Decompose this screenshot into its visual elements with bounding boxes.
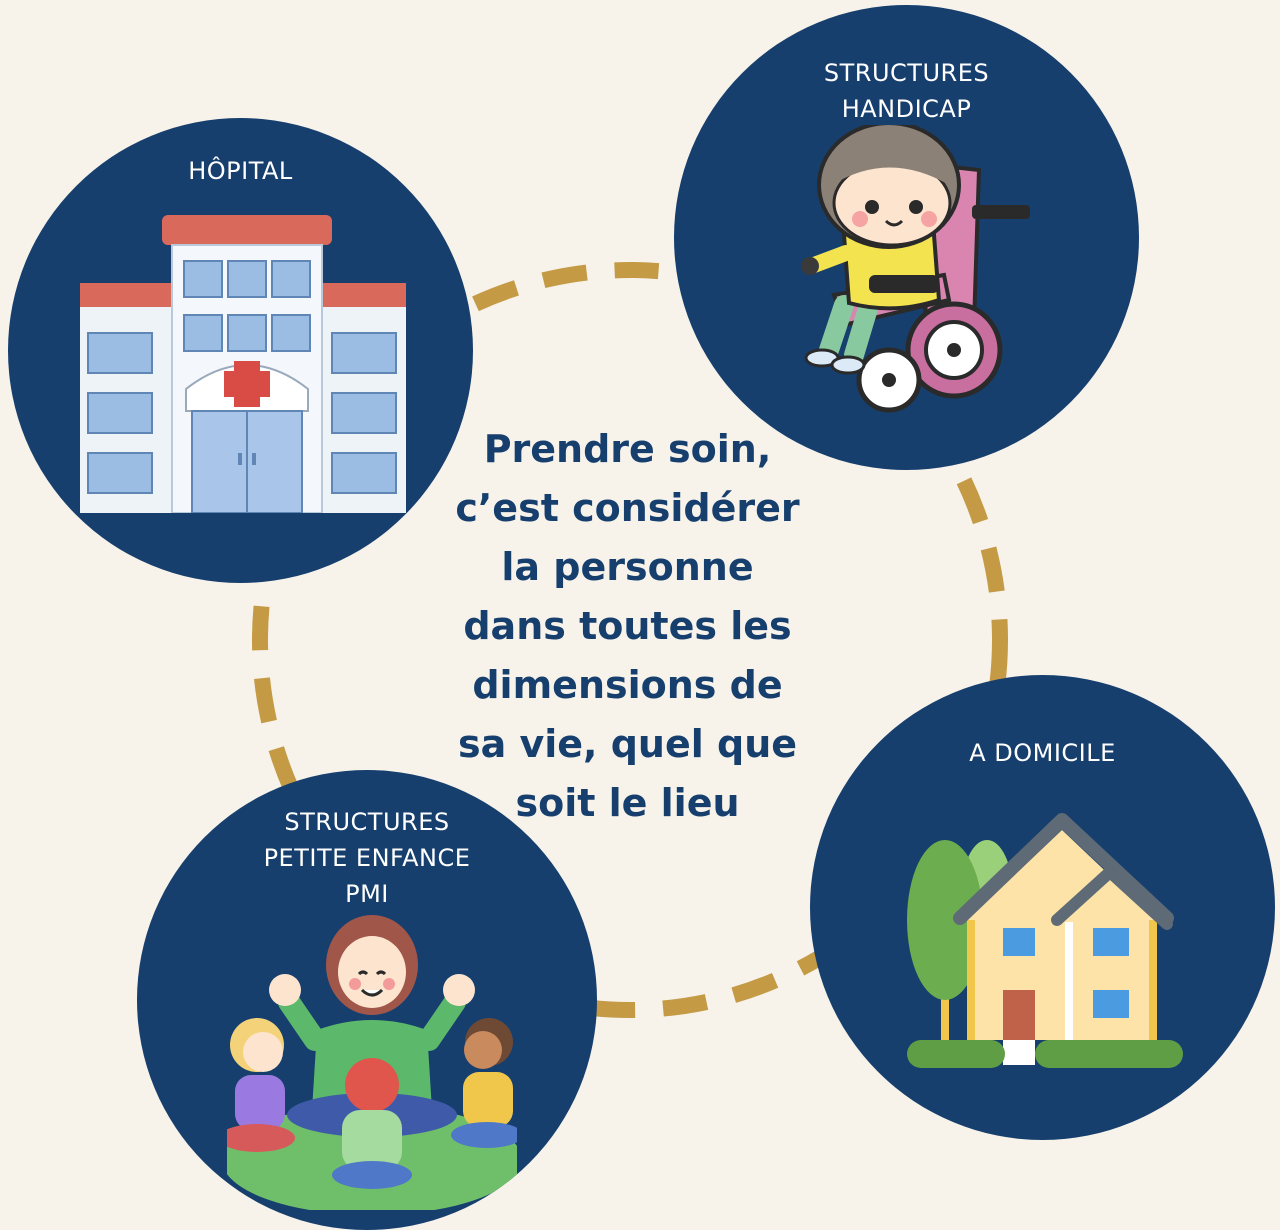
hospital-icon xyxy=(80,215,406,513)
node-hopital: HÔPITAL xyxy=(8,118,473,583)
node-hopital-label: HÔPITAL xyxy=(188,157,293,185)
node-handicap-label: STRUCTURES HANDICAP xyxy=(823,59,990,123)
node-domicile: A DOMICILE xyxy=(810,675,1275,1140)
node-domicile-label: A DOMICILE xyxy=(969,739,1116,767)
node-petite-enfance: STRUCTURES PETITE ENFANCE PMI xyxy=(137,770,597,1230)
house-icon xyxy=(907,813,1183,1068)
teacher-children-icon xyxy=(227,915,517,1210)
node-handicap: STRUCTURES HANDICAP xyxy=(674,5,1139,470)
node-petite-enfance-label: STRUCTURES PETITE ENFANCE PMI xyxy=(263,808,471,908)
center-message: Prendre soin, c’est considérer la person… xyxy=(455,427,800,825)
wheelchair-child-icon xyxy=(801,125,1030,413)
